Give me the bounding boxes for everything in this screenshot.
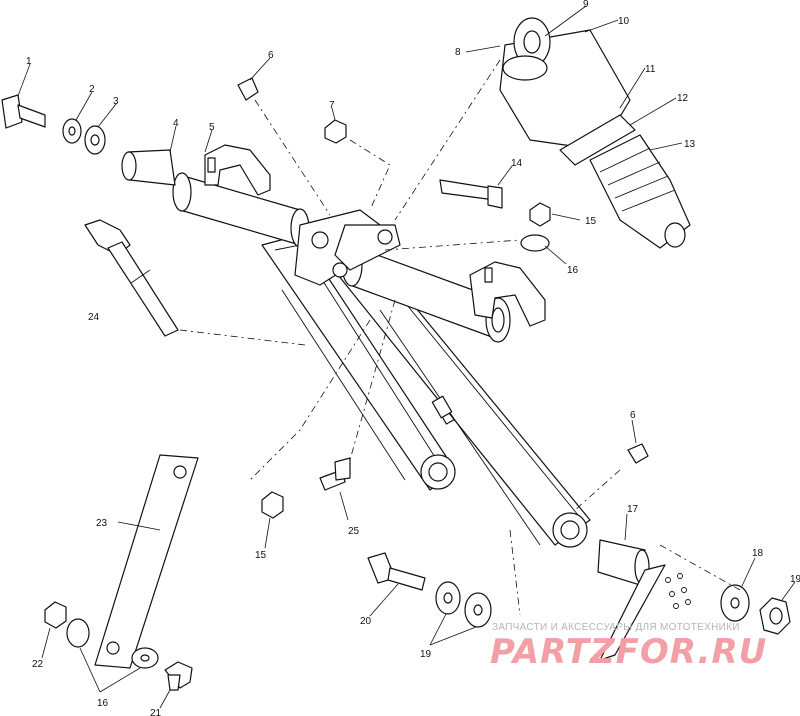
- callout-11: 11: [645, 64, 656, 75]
- bolt-14: [439, 179, 503, 209]
- callout-19-bottom: 19: [420, 649, 432, 660]
- shock-absorber: [499, 17, 691, 249]
- washer-18: [720, 584, 750, 622]
- assembly-lines: [179, 59, 741, 616]
- leader-lines: [17, 5, 796, 709]
- callout-22: 22: [32, 659, 44, 670]
- callout-15-bottom: 15: [255, 550, 267, 561]
- callout-18: 18: [752, 548, 764, 559]
- strap-23: [94, 454, 199, 669]
- callout-15-top: 15: [585, 216, 597, 227]
- callout-2: 2: [89, 84, 95, 95]
- callout-16-bottom: 16: [97, 698, 109, 709]
- nut-15-top: [529, 202, 551, 227]
- callout-21: 21: [150, 708, 162, 716]
- washers-19-pair: [435, 581, 492, 628]
- callout-12: 12: [677, 93, 689, 104]
- callout-numbers: 1 2 3 4 5 6 7 8 9 10 11 12 13 14 15 16 2…: [26, 0, 800, 716]
- bolt-1: [1, 94, 46, 129]
- nut-19: [759, 597, 791, 635]
- pin-21: [164, 661, 193, 691]
- washer-16-top: [520, 234, 550, 252]
- callout-9-top: 9: [583, 0, 589, 10]
- bracket-strip: [599, 564, 666, 661]
- callout-7: 7: [329, 100, 335, 111]
- slotted-washers: [665, 573, 691, 609]
- callout-4: 4: [173, 118, 179, 129]
- callout-16-top: 16: [567, 265, 579, 276]
- watermark-caption: ЗАПЧАСТИ И АКСЕССУАРЫ ДЛЯ МОТОТЕХНИКИ: [492, 622, 740, 633]
- grease-fitting-6-bottom: [627, 443, 649, 464]
- grease-fitting-6: [237, 77, 259, 101]
- nut-22: [44, 601, 67, 629]
- link-plates: [294, 209, 401, 286]
- upper-cross-tube: [172, 144, 310, 248]
- callout-17: 17: [627, 504, 639, 515]
- callout-24: 24: [88, 312, 100, 323]
- callout-3: 3: [113, 96, 119, 107]
- nut-7: [324, 119, 347, 144]
- callout-6-top: 6: [268, 50, 274, 61]
- callout-6-bottom: 6: [630, 410, 636, 421]
- callout-13: 13: [684, 139, 696, 150]
- callout-20: 20: [360, 616, 372, 627]
- callout-1: 1: [26, 56, 32, 67]
- washer-3: [84, 125, 106, 155]
- washer-2: [62, 118, 82, 144]
- callout-10: 10: [618, 16, 630, 27]
- bolt-25: [319, 457, 351, 491]
- watermark-logo: PARTZFOR.RU: [490, 632, 768, 672]
- washers-16-bottom: [66, 618, 159, 669]
- nut-15-bottom: [261, 491, 284, 519]
- callout-8: 8: [455, 47, 461, 58]
- callout-23: 23: [96, 518, 108, 529]
- callout-5: 5: [209, 122, 215, 133]
- callout-14: 14: [511, 158, 523, 169]
- callout-25: 25: [348, 526, 360, 537]
- tube-4: [121, 149, 176, 186]
- callout-19-right: 19: [790, 574, 800, 585]
- bolt-20: [367, 552, 426, 591]
- pin-24: [84, 219, 179, 337]
